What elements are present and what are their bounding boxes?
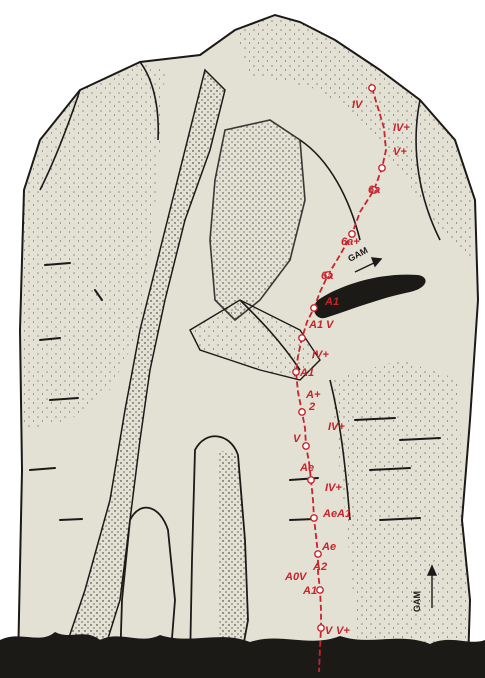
- grade-label: A1: [324, 296, 339, 308]
- gam-lower-label: GAM: [412, 591, 422, 612]
- grade-label: IV: [352, 99, 364, 111]
- grade-label: AeA1: [322, 508, 351, 520]
- grade-label: Ae: [321, 541, 336, 553]
- grade-label: A1: [302, 585, 317, 597]
- belay-station-icon: [318, 625, 324, 631]
- belay-station-icon: [299, 409, 305, 415]
- grade-label: 6a: [321, 270, 333, 282]
- grade-label: Ae: [299, 462, 314, 474]
- grade-label: 6a+: [341, 236, 360, 248]
- grade-label: IV+: [325, 482, 342, 494]
- grade-label: IV+: [312, 349, 329, 361]
- grade-label: A1: [299, 367, 314, 379]
- grade-label: V+: [336, 625, 350, 637]
- grade-label: A0V: [284, 571, 308, 583]
- grade-label: A2: [312, 561, 327, 573]
- belay-station-icon: [311, 515, 317, 521]
- grade-label: 6a: [368, 184, 380, 196]
- grade-label: V+: [393, 146, 407, 158]
- belay-station-icon: [308, 477, 314, 483]
- belay-station-icon: [311, 305, 317, 311]
- grade-label: A+: [305, 389, 321, 401]
- belay-station-icon: [317, 587, 323, 593]
- grade-label: IV+: [328, 421, 345, 433]
- belay-station-icon: [303, 443, 309, 449]
- belay-station-icon: [293, 369, 299, 375]
- grade-label: A1: [308, 319, 323, 331]
- belay-station-icon: [369, 85, 375, 91]
- belay-station-icon: [379, 165, 385, 171]
- grade-label: 2: [308, 401, 315, 413]
- belay-station-icon: [299, 335, 305, 341]
- belay-station-icon: [315, 551, 321, 557]
- grade-label: IV+: [393, 122, 410, 134]
